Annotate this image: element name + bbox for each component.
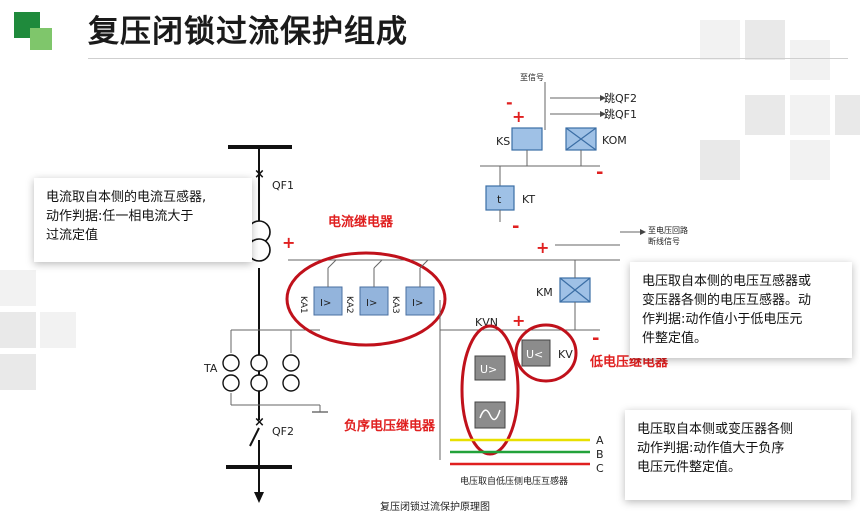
slide-title: 复压闭锁过流保护组成 (88, 14, 408, 50)
qf2-label: QF2 (272, 425, 294, 438)
ka3-symbol: I> (412, 298, 423, 309)
diagram-caption: 复压闭锁过流保护原理图 (380, 500, 490, 513)
undervoltage-callout-line: 电压取自本侧的电压互感器或 (642, 274, 812, 289)
filter-wave-icon (479, 409, 501, 421)
negseq-callout-line: 动作判据:动作值大于负序 (637, 441, 785, 456)
current-relay-highlight (285, 251, 447, 347)
u-gt-symbol: U> (480, 363, 497, 376)
trip-minus-1: - (506, 93, 513, 112)
ta-group (222, 354, 300, 392)
lockout-signal-line2: 断线信号 (648, 236, 680, 246)
undervoltage-callout-line: 件整定值。 (642, 331, 708, 346)
current-callout-line: 动作判据:任一相电流大于 (46, 209, 194, 224)
under-relay-title: 低电压继电器 (589, 354, 669, 370)
kt-minus-sign: - (512, 216, 519, 237)
ta-label: TA (203, 362, 218, 375)
qf1-label: QF1 (272, 179, 294, 192)
ka1-relay (313, 286, 343, 316)
kt-symbol: t (497, 193, 502, 206)
ks-label: KS (496, 135, 510, 148)
pt-source-label: 电压取自低压侧电压互感器 (460, 475, 568, 487)
negseq-callout-line: 电压元件整定值。 (637, 460, 742, 475)
title-divider (88, 58, 848, 59)
ka2-label: KA2 (344, 296, 354, 314)
trip-qf2-label: 跳QF2 (604, 91, 637, 105)
phase-a-label: A (596, 434, 604, 447)
negseq-callout: 电压取自本侧或变压器各侧 动作判据:动作值大于负序 电压元件整定值。 (625, 410, 851, 500)
ka1-label: KA1 (298, 296, 308, 314)
u-lt-relay (521, 339, 551, 367)
undervoltage-callout-line: 变压器各侧的电压互感器。动 (642, 293, 812, 308)
ka2-symbol: I> (366, 298, 377, 309)
to-signal-label: 至信号 (520, 72, 544, 82)
current-relay-title: 电流继电器 (328, 214, 394, 230)
current-callout-line: 过流定值 (46, 228, 99, 243)
kt-label: KT (522, 193, 535, 206)
kv-plus-sign: + (512, 311, 525, 330)
trip-plus-1: + (512, 107, 525, 126)
undervoltage-callout: 电压取自本侧的电压互感器或 变压器各侧的电压互感器。动 作判据:动作值小于低电压… (630, 262, 852, 358)
ka1-symbol: I> (320, 298, 331, 309)
ks-relay (511, 127, 543, 151)
kv-label: KV (558, 348, 573, 361)
ks-minus-sign: - (596, 162, 603, 183)
u-gt-relay (474, 355, 506, 381)
undervoltage-callout-line: 作判据:动作值小于低电压元 (642, 312, 803, 327)
lockout-signal-line1: 至电压回路 (648, 225, 688, 235)
qf2-blade (249, 427, 260, 447)
neg-relay-highlight (460, 324, 520, 456)
current-callout-line: 电流取自本侧的电流互感器, (46, 190, 207, 205)
qf2-cross-icon: × (254, 415, 265, 430)
logo (14, 12, 56, 52)
kom-label: KOM (602, 134, 627, 147)
km-label: KM (536, 286, 553, 299)
load-arrow (254, 492, 264, 503)
phase-c-label: C (596, 462, 604, 475)
ka3-relay (405, 286, 435, 316)
neg-relay-title: 负序电压继电器 (344, 418, 436, 434)
current-plus-sign: + (282, 233, 295, 252)
km-minus-sign: - (592, 328, 599, 349)
negseq-callout-line: 电压取自本侧或变压器各侧 (637, 422, 794, 437)
logo-square-light (30, 28, 52, 50)
ka-relays (313, 259, 435, 316)
lockout-plus-sign: + (536, 238, 549, 257)
current-callout: 电流取自本侧的电流互感器, 动作判据:任一相电流大于 过流定值 (34, 178, 252, 262)
trip-qf1-label: 跳QF1 (604, 107, 637, 121)
phase-b-label: B (596, 448, 604, 461)
qf1-cross-icon: × (254, 167, 265, 182)
under-relay-highlight (514, 323, 578, 383)
ka3-label: KA3 (390, 296, 400, 314)
u-lt-symbol: U< (526, 348, 543, 361)
